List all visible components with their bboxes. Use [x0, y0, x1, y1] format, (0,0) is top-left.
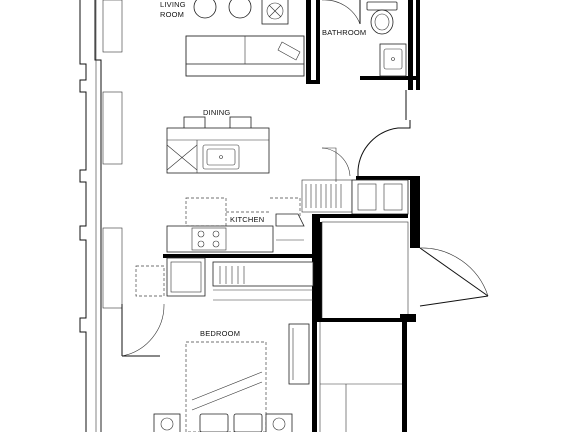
bathroom-walls — [306, 0, 420, 120]
bedroom-door — [121, 303, 165, 357]
room-label-kitchen: KITCHEN — [230, 215, 264, 224]
fridge-and-counter-icon — [135, 254, 314, 301]
structural-walls — [312, 214, 416, 432]
room-label-living-line1: LIVING — [160, 0, 186, 9]
entry-door — [419, 247, 489, 307]
nightstands-icon — [153, 413, 293, 432]
bed-icon — [185, 341, 267, 432]
closet-door — [321, 147, 351, 182]
island-counter-icon — [166, 127, 270, 174]
entry-walls — [356, 120, 420, 248]
range-cooktop-icon — [166, 225, 274, 253]
dishwasher-icon — [275, 213, 305, 241]
room-label-dining: DINING — [203, 108, 230, 117]
room-label-living-line2: ROOM — [160, 10, 184, 19]
wardrobe-rod-icon — [301, 179, 409, 215]
toilet-icon — [366, 1, 398, 35]
vanity-sink-icon — [379, 43, 407, 77]
bathroom-door — [322, 0, 361, 25]
side-tables-icon — [193, 0, 252, 19]
lamp-table-icon — [261, 0, 289, 25]
dresser-icon — [288, 323, 310, 385]
exterior-wall-left — [79, 0, 123, 432]
room-label-bathroom: BATHROOM — [322, 28, 366, 37]
sofa-icon — [185, 35, 305, 77]
room-label-bedroom: BEDROOM — [200, 329, 240, 338]
